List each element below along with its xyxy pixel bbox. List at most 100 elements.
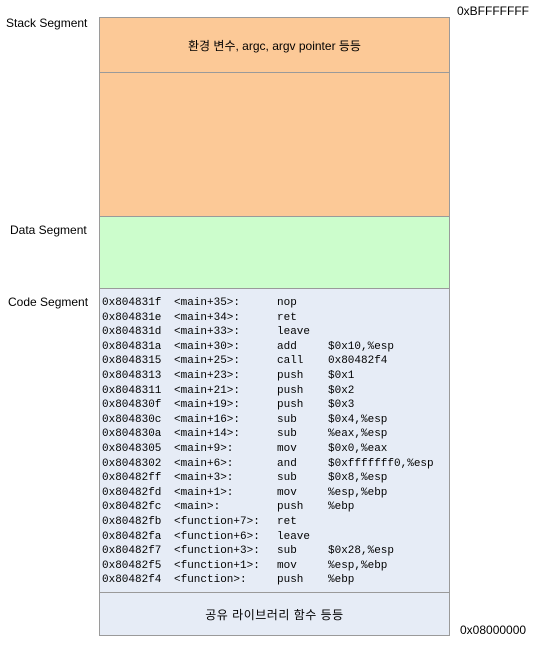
code-symbol: <function+1>:: [174, 559, 260, 572]
bottom-address-label: 0x08000000: [460, 623, 527, 637]
code-operand: $0x10,%esp: [328, 340, 395, 353]
code-address: 0x8048305: [102, 442, 162, 455]
code-line: 0x804830a<main+14>:sub%eax,%esp: [100, 427, 449, 442]
code-line: 0x804830f <main+19>: push $0x3: [100, 398, 449, 413]
code-symbol: <main+9>:: [174, 442, 234, 455]
code-address: 0x804830a: [102, 428, 162, 441]
code-opcode: push: [277, 574, 304, 587]
code-symbol: <main+35>:: [174, 297, 241, 309]
code-operand: $0x2: [328, 384, 355, 397]
code-symbol: <main+33>:: [174, 326, 241, 339]
code-address: 0x8048313: [102, 369, 162, 382]
code-line: 0x80482f5 <function+1>: mov %esp,%ebp: [100, 559, 449, 574]
code-line: 0x8048315 <main+25>: call 0x80482f4: [100, 354, 449, 369]
code-operand: %ebp: [328, 574, 355, 587]
shared-library-text: 공유 라이브러리 함수 등등: [205, 607, 344, 622]
code-operand: $0x8,%esp: [328, 472, 388, 485]
code-opcode: sub: [277, 545, 297, 558]
code-opcode: push: [277, 399, 304, 412]
code-opcode: nop: [277, 297, 297, 309]
code-operand: $0x0,%eax: [328, 442, 388, 455]
code-opcode: sub: [277, 413, 297, 426]
code-symbol: <main+3>:: [174, 472, 234, 485]
code-address: 0x80482fc: [102, 501, 162, 514]
code-symbol: <main+1>:: [174, 486, 234, 499]
shared-library-block: 공유 라이브러리 함수 등등: [99, 592, 450, 636]
code-opcode: leave: [277, 326, 311, 339]
code-symbol: <main+25>:: [174, 355, 241, 368]
code-opcode: push: [277, 384, 304, 397]
stack-segment-label: Stack Segment: [6, 16, 88, 30]
code-operand: $0x1: [328, 369, 355, 382]
code-line: 0x804831a <main+30>: add $0x10,%esp: [100, 340, 449, 355]
code-line: 0x8048313 <main+23>: push $0x1: [100, 369, 449, 384]
data-segment-label: Data Segment: [10, 223, 87, 237]
code-opcode: ret: [277, 311, 297, 324]
code-opcode: call: [277, 355, 304, 368]
code-operand: $0x3: [328, 399, 355, 412]
code-line: 0x804831f <main+35>: nop: [100, 296, 449, 311]
code-opcode: add: [277, 340, 297, 353]
code-address: 0x804831e: [102, 311, 162, 324]
code-line: 0x80482f4 <function>: push %ebp: [100, 573, 449, 588]
code-segment-label: Code Segment: [8, 295, 89, 309]
code-address: 0x804831a: [102, 340, 162, 353]
code-line: 0x80482ff <main+3>: sub $0x8,%esp: [100, 471, 449, 486]
code-address: 0x804830f: [102, 399, 162, 412]
code-address: 0x80482fb: [102, 515, 162, 528]
code-symbol: <main+34>:: [174, 311, 241, 324]
code-address: 0x80482fd: [102, 486, 162, 499]
code-line: 0x80482fa <function+6>: leave: [100, 530, 449, 545]
code-operand: $0xfffffff0,%esp: [328, 457, 434, 470]
code-opcode: sub: [277, 428, 297, 441]
code-line: 0x804830c <main+16>: sub $0x4,%esp: [100, 413, 449, 428]
code-address: 0x8048315: [102, 355, 162, 368]
code-address: 0x80482ff: [102, 472, 162, 485]
code-line: 0x80482fc<main>:push%ebp: [100, 500, 449, 515]
code-opcode: mov: [277, 559, 297, 572]
code-operand: %esp,%ebp: [328, 559, 388, 572]
code-address: 0x80482fa: [102, 530, 162, 543]
code-opcode: push: [277, 501, 304, 514]
code-symbol: <main+30>:: [174, 340, 241, 353]
code-line: 0x8048302 <main+6>: and $0xfffffff0,%esp: [100, 457, 449, 472]
code-line: 0x8048311<main+21>:push$0x2: [100, 384, 449, 399]
code-address: 0x80482f4: [102, 574, 162, 587]
code-opcode: and: [277, 457, 297, 470]
data-segment-block: [99, 216, 450, 289]
code-symbol: <main+19>:: [174, 399, 241, 412]
code-operand: %ebp: [328, 501, 355, 514]
code-address: 0x80482f5: [102, 559, 162, 572]
code-operand: 0x80482f4: [328, 355, 388, 368]
code-line: 0x804831d <main+33>: leave: [100, 325, 449, 340]
code-address: 0x804831d: [102, 326, 162, 339]
code-operand: $0x28,%esp: [328, 545, 395, 558]
code-symbol: <main+21>:: [174, 384, 241, 397]
code-operand: $0x4,%esp: [328, 413, 388, 426]
code-address: 0x804831f: [102, 297, 162, 309]
code-address: 0x8048302: [102, 457, 162, 470]
code-symbol: <function+3>:: [174, 545, 260, 558]
stack-env-block: 환경 변수, argc, argv pointer 등등: [99, 17, 450, 73]
top-address-label: 0xBFFFFFFF: [457, 4, 529, 18]
code-line: 0x804831e <main+34>: ret: [100, 311, 449, 326]
code-symbol: <function+6>:: [174, 530, 260, 543]
code-opcode: push: [277, 369, 304, 382]
code-address: 0x804830c: [102, 413, 162, 426]
code-line: 0x8048305 <main+9>: mov $0x0,%eax: [100, 442, 449, 457]
code-opcode: leave: [277, 530, 311, 543]
code-symbol: <function>:: [174, 574, 247, 587]
code-symbol: <main+6>:: [174, 457, 234, 470]
code-symbol: <main+14>:: [174, 428, 241, 441]
stack-env-text: 환경 변수, argc, argv pointer 등등: [188, 38, 361, 53]
code-opcode: ret: [277, 515, 297, 528]
code-segment-block: 0x804831f <main+35>: nop 0x804831e <main+34>…: [99, 288, 450, 593]
code-opcode: mov: [277, 486, 297, 499]
code-symbol: <function+7>:: [174, 515, 260, 528]
code-symbol: <main+23>:: [174, 369, 241, 382]
code-line: 0x80482f7<function+3>:sub$0x28,%esp: [100, 544, 449, 559]
code-line: 0x80482fd<main+1>:mov%esp,%ebp: [100, 486, 449, 501]
code-opcode: mov: [277, 442, 297, 455]
code-symbol: <main+16>:: [174, 413, 241, 426]
code-opcode: sub: [277, 472, 297, 485]
